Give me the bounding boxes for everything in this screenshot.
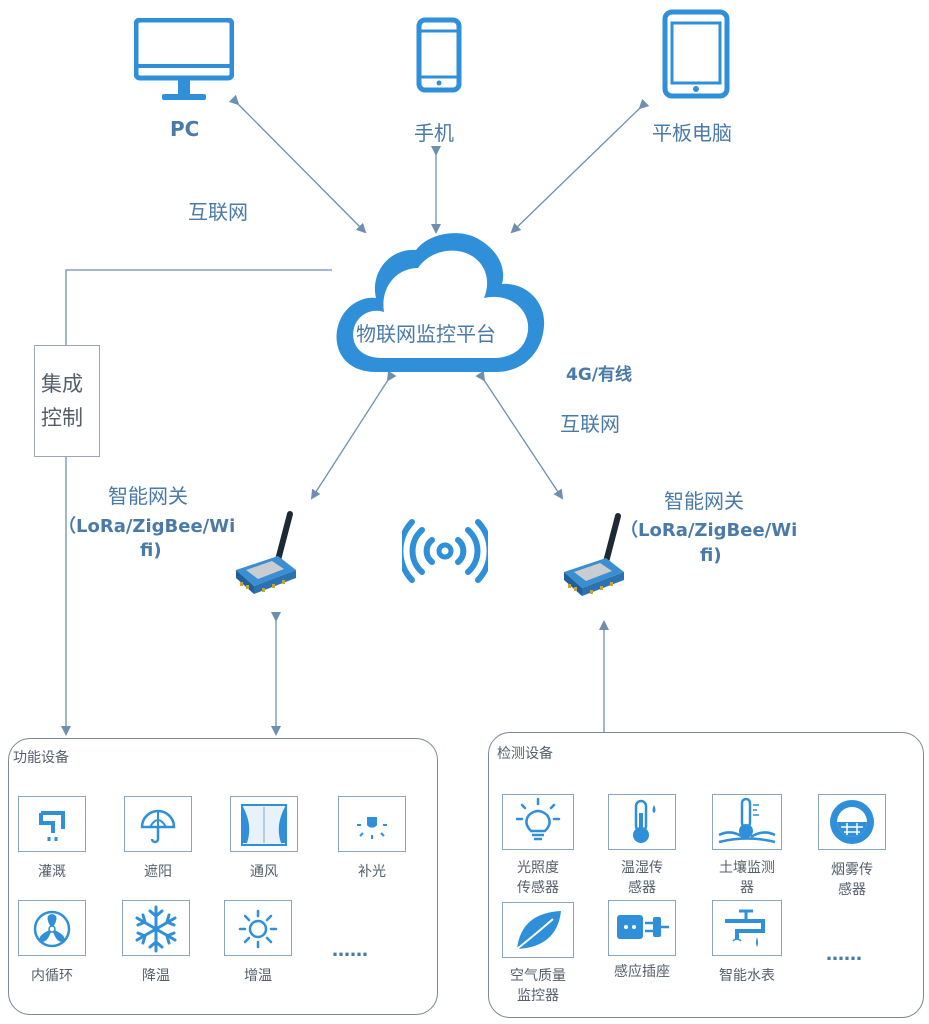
label-smoke-sensor-1: 烟雾传 [831, 862, 873, 878]
umbrella-icon [140, 809, 176, 844]
curtain-icon [241, 804, 287, 846]
tile-air-quality [502, 902, 574, 958]
arrow-pc-cloud [228, 94, 367, 234]
device-label-pc: PC [170, 117, 200, 141]
soil-thermometer-icon [718, 797, 776, 844]
tablet-icon [662, 9, 730, 99]
integration-line [61, 269, 332, 736]
tile-soil-monitor [712, 794, 782, 850]
tile-smart-socket [608, 900, 676, 956]
label-irrigation: 灌溉 [38, 864, 66, 880]
gateway-left-protocols: （LoRa/ZigBee/Wi [58, 516, 236, 537]
sensor-more: …… [826, 944, 862, 965]
gateway-right-protocols-cont: fi) [700, 545, 722, 566]
wireless-signal-icon [402, 519, 488, 583]
tile-light-sensor [502, 794, 574, 850]
sensor-group-title: 检测设备 [497, 746, 553, 762]
gateway-left-title: 智能网关 [108, 484, 188, 508]
edge-label-internet-mid: 互联网 [560, 412, 620, 436]
label-heating: 增温 [244, 968, 272, 984]
function-group-title: 功能设备 [13, 750, 69, 766]
integration-label-2: 控制 [41, 406, 83, 430]
integration-label-1: 集成 [41, 372, 83, 396]
label-soil-monitor-1: 土壤监测 [719, 860, 775, 876]
gateway-left-protocols-cont: fi) [140, 540, 162, 561]
label-light-sensor-2: 传感器 [517, 880, 559, 896]
tile-irrigation [18, 796, 86, 852]
label-cooling: 降温 [142, 968, 170, 984]
label-temp-humidity-2: 感器 [628, 880, 656, 896]
edge-label-internet-top: 互联网 [188, 200, 248, 224]
label-smart-socket: 感应插座 [614, 964, 670, 980]
cloud-icon [336, 233, 545, 372]
tile-shading [124, 796, 192, 852]
label-ventilation: 通风 [250, 864, 278, 880]
label-soil-monitor-2: 器 [740, 880, 754, 896]
water-tap-icon [725, 909, 765, 947]
label-air-quality-1: 空气质量 [510, 968, 566, 984]
tile-water-meter [712, 900, 782, 956]
tile-cooling [122, 900, 190, 956]
monitor-icon [134, 18, 234, 100]
device-label-phone: 手机 [414, 121, 454, 145]
label-temp-humidity-1: 温湿传 [621, 860, 663, 876]
label-light-sensor-1: 光照度 [517, 860, 559, 876]
fan-icon [33, 910, 71, 948]
lightbulb-icon [515, 797, 561, 841]
tile-lighting [338, 796, 406, 852]
arrow-cloud-gateway-left [310, 370, 397, 500]
cloud-label: 物联网监控平台 [356, 322, 496, 346]
sun-icon [238, 909, 278, 949]
label-air-quality-2: 监控器 [517, 988, 559, 1004]
arrow-cloud-gateway-right [475, 370, 564, 500]
snowflake-icon [135, 905, 177, 953]
arrow-tablet-cloud [510, 98, 650, 234]
tile-ventilation [230, 796, 298, 852]
function-devices-group: 功能设备 [8, 738, 438, 1015]
leaf-icon [516, 911, 561, 950]
faucet-icon [39, 811, 65, 841]
tile-heating [224, 900, 292, 956]
tile-circulation [18, 900, 86, 956]
label-circulation: 内循环 [31, 968, 73, 984]
label-water-meter: 智能水表 [719, 968, 775, 984]
gateway-right-protocols: （LoRa/ZigBee/Wi [620, 520, 798, 541]
sensor-devices-group: 检测设备 [488, 732, 924, 1018]
label-lighting: 补光 [358, 864, 386, 880]
tile-smoke-sensor [818, 794, 886, 850]
thermometer-icon [633, 799, 656, 843]
edge-label-cellular: 4G/有线 [566, 365, 632, 385]
gateway-module-right-icon [564, 513, 624, 596]
tile-temp-humidity [608, 794, 676, 850]
smoke-detector-icon [830, 800, 874, 844]
device-label-tablet: 平板电脑 [652, 121, 732, 145]
label-shading: 遮阳 [144, 864, 172, 880]
integration-control-box: 集成 控制 [34, 345, 100, 457]
gateway-module-left-icon [236, 511, 296, 594]
phone-icon [416, 17, 462, 93]
plug-icon [617, 915, 669, 939]
function-more: …… [332, 940, 368, 961]
label-smoke-sensor-2: 感器 [838, 882, 866, 898]
gateway-right-title: 智能网关 [664, 489, 744, 513]
bulb-icon [357, 817, 387, 839]
